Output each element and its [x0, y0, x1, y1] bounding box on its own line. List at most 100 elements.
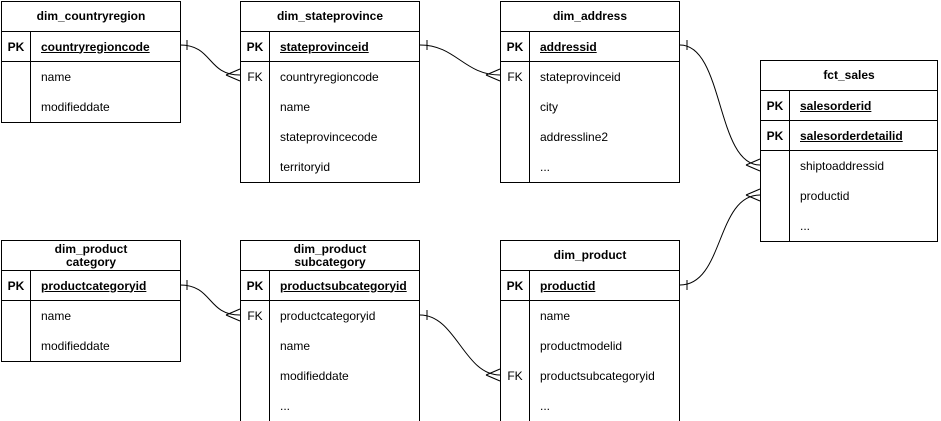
table-row: PK productid — [501, 271, 679, 301]
field-cell: name — [280, 339, 311, 353]
key-cell — [501, 122, 530, 152]
field-cell: modifieddate — [41, 100, 110, 114]
table-row: modifieddate — [2, 92, 180, 122]
field-cell: territoryid — [280, 160, 331, 174]
key-cell — [2, 92, 31, 122]
table-row: name — [241, 92, 419, 122]
relationship-productcategory-productsubcategory[interactable] — [179, 280, 241, 322]
entity-dim-stateprovince[interactable]: dim_stateprovince PK stateprovinceid FK … — [240, 1, 420, 183]
field-cell: countryregioncode — [280, 70, 379, 84]
key-cell — [241, 92, 270, 122]
entity-title: dim_stateprovince — [241, 2, 419, 32]
table-row: FK stateprovinceid — [501, 62, 679, 92]
table-row: PK stateprovinceid — [241, 32, 419, 62]
relationship-stateprovince-address[interactable] — [419, 40, 501, 82]
key-cell — [241, 152, 270, 182]
table-row: FK productsubcategoryid — [501, 361, 679, 391]
field-cell: ... — [280, 399, 291, 413]
field-cell: ... — [800, 219, 811, 233]
entity-fct-sales[interactable]: fct_sales PK salesorderid PK salesorderd… — [760, 60, 938, 242]
field-cell: modifieddate — [280, 369, 349, 383]
field-cell: ... — [540, 399, 551, 413]
relationship-countryregion-stateprovince[interactable] — [179, 40, 241, 82]
field-cell: stateprovinceid — [540, 70, 621, 84]
entity-dim-product[interactable]: dim_product PK productid name productmod… — [500, 240, 680, 421]
table-row: FK countryregioncode — [241, 62, 419, 92]
key-cell — [501, 331, 530, 361]
key-cell — [501, 152, 530, 182]
field-cell: salesorderid — [800, 98, 872, 113]
field-cell: countryregioncode — [41, 39, 150, 54]
field-cell: productid — [540, 278, 596, 293]
table-row: name — [2, 301, 180, 331]
field-cell: city — [540, 100, 558, 114]
key-cell: FK — [241, 62, 270, 92]
table-row: PK addressid — [501, 32, 679, 62]
field-cell: productid — [800, 189, 850, 203]
entity-title: dim_address — [501, 2, 679, 32]
field-cell: shiptoaddressid — [800, 159, 885, 173]
field-cell: stateprovinceid — [280, 39, 369, 54]
table-row: FK productcategoryid — [241, 301, 419, 331]
field-cell: addressid — [540, 39, 597, 54]
key-cell: PK — [241, 32, 270, 61]
entity-title: dim_product — [501, 241, 679, 271]
key-cell — [2, 301, 31, 331]
field-cell: addressline2 — [540, 130, 609, 144]
field-cell: name — [41, 70, 72, 84]
field-cell: salesorderdetailid — [800, 128, 903, 143]
table-row: ... — [501, 391, 679, 421]
field-cell: modifieddate — [41, 339, 110, 353]
key-cell — [501, 92, 530, 122]
relationship-productsubcategory-product[interactable] — [419, 310, 501, 382]
table-row: ... — [501, 152, 679, 182]
table-row: PK productsubcategoryid — [241, 271, 419, 301]
table-row: modifieddate — [2, 331, 180, 361]
table-row: name — [501, 301, 679, 331]
table-row: PK countryregioncode — [2, 32, 180, 62]
key-cell: PK — [761, 91, 790, 120]
key-cell — [2, 331, 31, 361]
field-cell: productsubcategoryid — [540, 369, 655, 383]
table-row: stateprovincecode — [241, 122, 419, 152]
table-row: PK salesorderdetailid — [761, 121, 937, 151]
key-cell — [761, 181, 790, 211]
key-cell — [241, 391, 270, 421]
key-cell: PK — [501, 32, 530, 61]
table-row: PK productcategoryid — [2, 271, 180, 301]
table-row: ... — [241, 391, 419, 421]
entity-title: dim_product subcategory — [241, 241, 419, 271]
key-cell: PK — [2, 32, 31, 61]
table-row: territoryid — [241, 152, 419, 182]
key-cell — [761, 211, 790, 241]
key-cell: PK — [501, 271, 530, 300]
entity-dim-product-category[interactable]: dim_product category PK productcategoryi… — [1, 240, 181, 362]
key-cell — [501, 301, 530, 331]
table-row: ... — [761, 211, 937, 241]
field-cell: productcategoryid — [280, 309, 376, 323]
entity-dim-countryregion[interactable]: dim_countryregion PK countryregioncode n… — [1, 1, 181, 123]
key-cell: PK — [761, 121, 790, 150]
entity-title: dim_countryregion — [2, 2, 180, 32]
key-cell: FK — [241, 301, 270, 331]
field-cell: productcategoryid — [41, 278, 147, 293]
table-row: name — [241, 331, 419, 361]
key-cell — [241, 361, 270, 391]
key-cell: FK — [501, 62, 530, 92]
table-row: city — [501, 92, 679, 122]
key-cell — [241, 331, 270, 361]
entity-title: fct_sales — [761, 61, 937, 91]
field-cell: name — [280, 100, 311, 114]
table-row: modifieddate — [241, 361, 419, 391]
table-row: shiptoaddressid — [761, 151, 937, 181]
relationship-product-fctsales[interactable] — [679, 188, 761, 290]
key-cell — [241, 122, 270, 152]
entity-dim-address[interactable]: dim_address PK addressid FK stateprovinc… — [500, 1, 680, 183]
key-cell: PK — [2, 271, 31, 300]
field-cell: name — [41, 309, 72, 323]
key-cell — [761, 151, 790, 181]
entity-dim-product-subcategory[interactable]: dim_product subcategory PK productsubcat… — [240, 240, 420, 421]
table-row: productmodelid — [501, 331, 679, 361]
relationship-address-fctsales[interactable] — [679, 40, 761, 172]
